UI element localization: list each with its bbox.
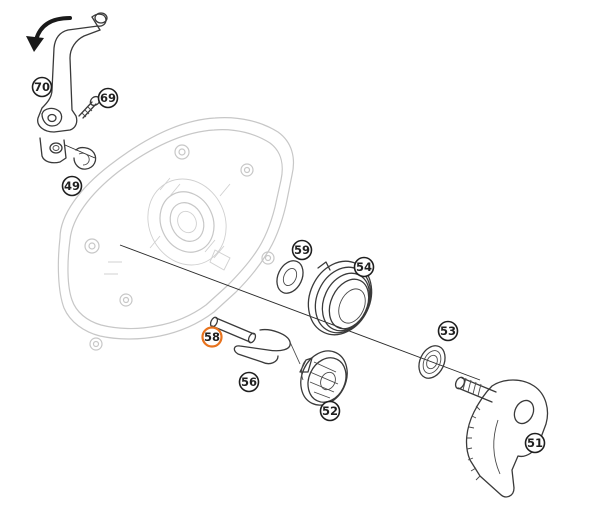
- callout-51: 51: [524, 432, 546, 454]
- kickstart-shaft-segment: [454, 376, 549, 498]
- callout-69-label: 69: [100, 91, 116, 105]
- ratchet-gear: [299, 350, 348, 406]
- callout-58-label: 58: [204, 330, 220, 344]
- wire-spring: [233, 328, 301, 365]
- curved-arrow-counterclockwise-icon: [26, 16, 72, 52]
- lever-bolt: [78, 95, 101, 119]
- callout-54: 54: [353, 256, 375, 278]
- washer: [276, 260, 304, 294]
- callout-58-highlight-ring: [201, 326, 223, 348]
- callout-69: 69: [97, 87, 119, 109]
- callout-56-label: 56: [241, 375, 257, 389]
- callout-52: 52: [319, 400, 341, 422]
- engine-cover-housing: [57, 117, 295, 351]
- callout-49-label: 49: [64, 179, 80, 193]
- kick-shaft-axis: [119, 244, 481, 381]
- callout-58: 58: [201, 326, 223, 348]
- callout-59: 59: [291, 239, 313, 261]
- kick-spring: [307, 260, 373, 336]
- callout-54-label: 54: [356, 260, 372, 274]
- callout-51-label: 51: [527, 436, 543, 450]
- kickstart-lever: [37, 12, 108, 164]
- callout-70: 70: [31, 76, 53, 98]
- callout-53-label: 53: [440, 324, 456, 338]
- callout-49: 49: [61, 175, 83, 197]
- callout-52-label: 52: [322, 404, 338, 418]
- callout-59-label: 59: [294, 243, 310, 257]
- callout-56: 56: [238, 371, 260, 393]
- thrust-washer: [418, 345, 446, 379]
- callout-70-label: 70: [34, 80, 50, 94]
- circlip: [73, 146, 97, 170]
- callout-53: 53: [437, 320, 459, 342]
